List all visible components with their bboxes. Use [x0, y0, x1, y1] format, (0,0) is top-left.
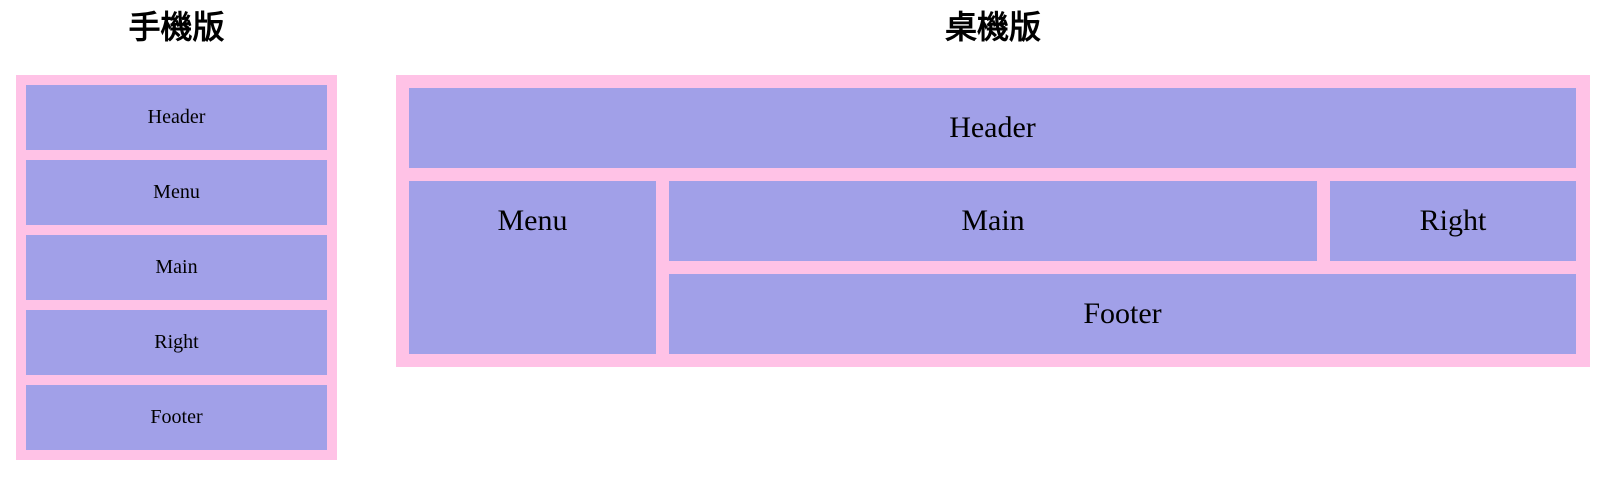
mobile-main-box: Main	[26, 235, 327, 300]
desktop-menu-box: Menu	[409, 181, 656, 354]
desktop-header-box: Header	[409, 88, 1576, 168]
mobile-menu-box: Menu	[26, 160, 327, 225]
mobile-layout-section: 手機版 Header Menu Main Right Footer	[16, 0, 337, 460]
desktop-layout-section: 桌機版 Header Menu Main Right Footer	[396, 0, 1590, 367]
mobile-grid-container: Header Menu Main Right Footer	[16, 75, 337, 460]
desktop-layout-title: 桌機版	[944, 9, 1041, 45]
desktop-main-box: Main	[669, 181, 1317, 261]
mobile-footer-box: Footer	[26, 385, 327, 450]
desktop-grid-container: Header Menu Main Right Footer	[396, 75, 1590, 367]
desktop-footer-box: Footer	[669, 274, 1576, 354]
mobile-header-box: Header	[26, 85, 327, 150]
mobile-layout-title: 手機版	[128, 9, 225, 45]
mobile-right-box: Right	[26, 310, 327, 375]
desktop-right-box: Right	[1330, 181, 1576, 261]
